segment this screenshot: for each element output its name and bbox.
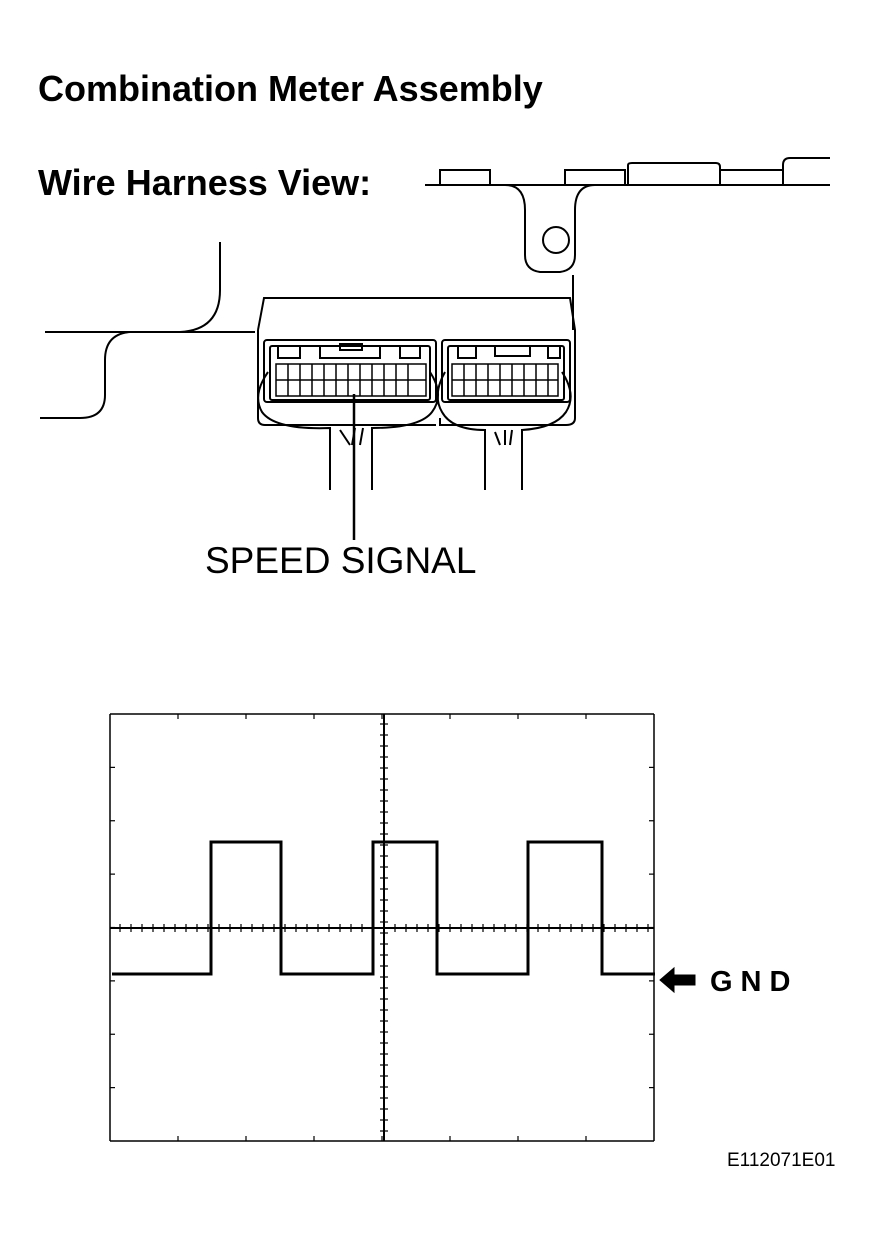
view-subtitle: Wire Harness View: <box>38 162 372 203</box>
wire-harness-diagram <box>40 157 830 540</box>
page-title: Combination Meter Assembly <box>38 68 543 109</box>
gnd-arrow-icon <box>659 966 696 994</box>
speed-signal-label: SPEED SIGNAL <box>205 540 477 581</box>
gnd-label: GND <box>710 966 799 998</box>
figure-code: E112071E01 <box>727 1150 836 1171</box>
